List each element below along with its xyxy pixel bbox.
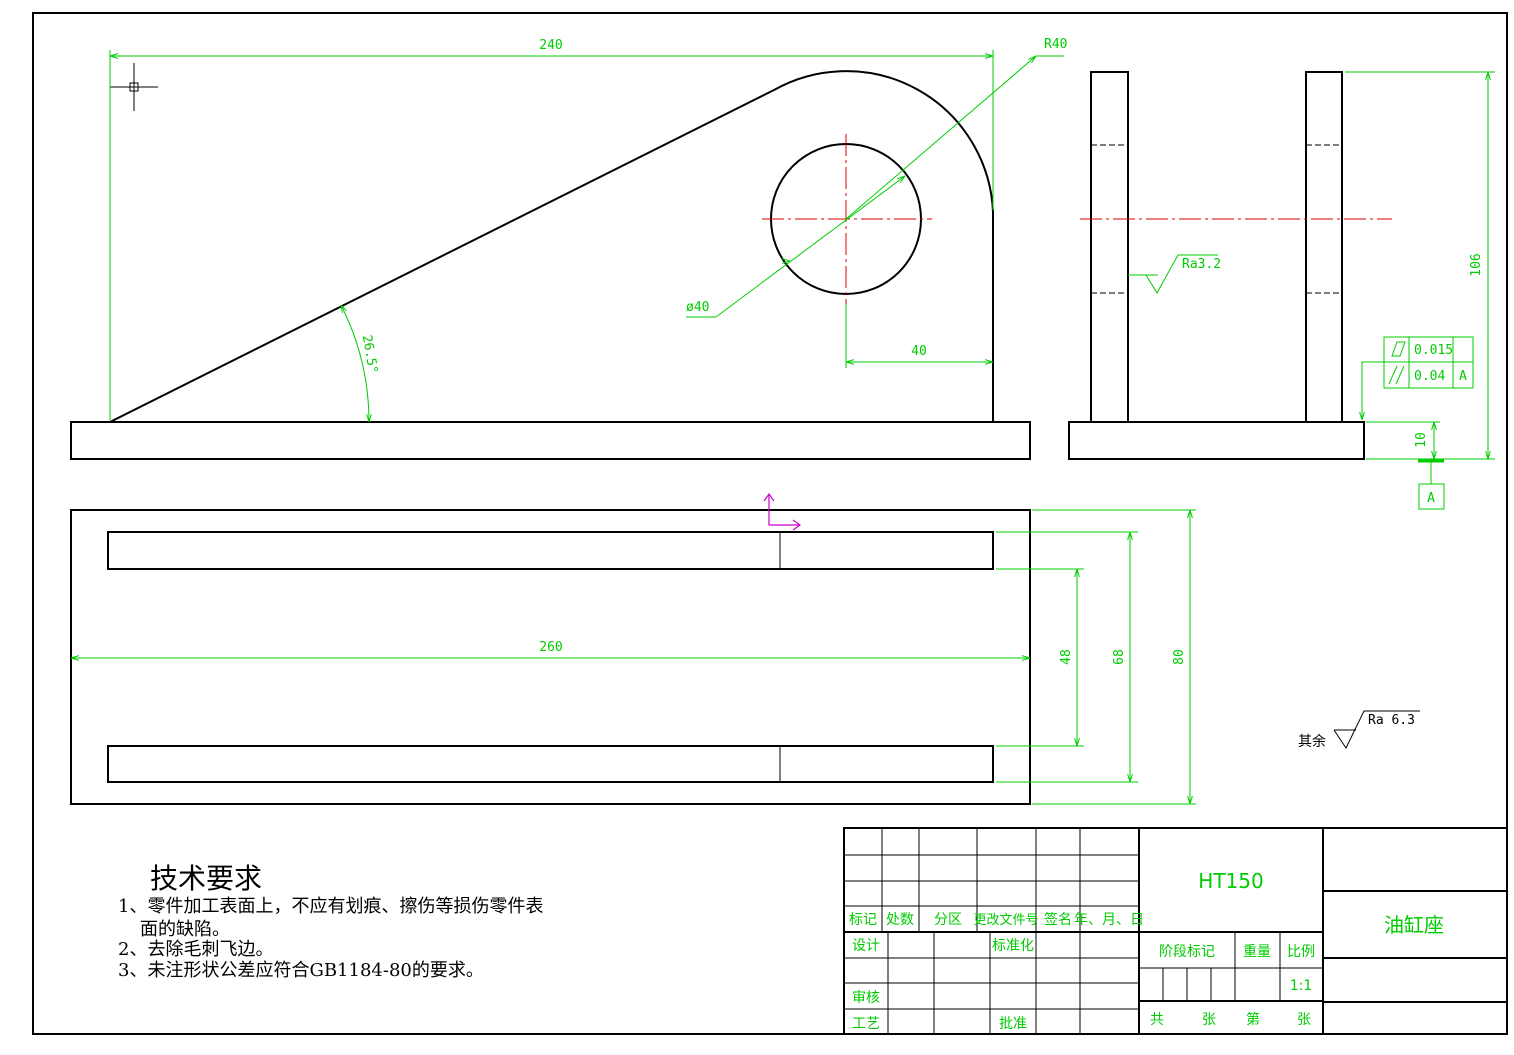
side-view: Ra3.2 106 10 A 0.015 0.04 A: [1068, 71, 1495, 510]
dim-angle-arc: [341, 305, 369, 422]
flatness-icon: [1391, 341, 1406, 357]
dim-40-text: 40: [911, 344, 927, 359]
tb-sheets-total: 共: [1150, 1012, 1164, 1028]
tb-header-mark: 标记: [849, 912, 877, 928]
dim-260-text: 260: [539, 640, 562, 655]
tb-scale-label: 比例: [1287, 944, 1315, 960]
surface-finish-rest: 其余 Ra 6.3: [1298, 710, 1420, 750]
tb-part-name: 油缸座: [1384, 913, 1444, 937]
tb-standardization: 标准化: [992, 938, 1034, 954]
tb-scale-value: 1:1: [1290, 978, 1313, 994]
parallelism-icon: [1388, 365, 1398, 385]
tb-header-change-doc: 更改文件号: [973, 913, 1038, 928]
dim-dia40-leader: [715, 176, 905, 318]
datum-ref: A: [1459, 369, 1467, 384]
technical-requirements: 技术要求 1、零件加工表面上，不应有划痕、擦伤等损伤零件表 面的缺陷。 2、去除…: [118, 862, 543, 981]
dim-dia40-text: ø40: [686, 300, 709, 315]
dim-48-text: 48: [1059, 649, 1074, 665]
tb-sheets-unit-2: 张: [1297, 1012, 1311, 1028]
tolerance-frames: 0.015 0.04 A: [1362, 336, 1474, 420]
parallelism-value: 0.04: [1414, 369, 1445, 384]
top-rib-upper: [107, 531, 994, 570]
tb-weight: 重量: [1243, 944, 1271, 960]
drawing-border: [32, 12, 1508, 1035]
front-base-plate: [70, 421, 1031, 460]
dim-10-text: 10: [1414, 432, 1429, 448]
datum-symbol: A: [1418, 459, 1445, 510]
tb-material: HT150: [1198, 869, 1263, 893]
flatness-value: 0.015: [1414, 343, 1453, 358]
tb-review: 审核: [852, 990, 880, 1006]
top-base-plate: [70, 509, 1031, 805]
dim-240-text: 240: [539, 38, 562, 53]
dim-angle-text: 26.5°: [359, 334, 381, 375]
svg-text:Ra3.2: Ra3.2: [1182, 257, 1221, 272]
dim-80-text: 80: [1172, 649, 1187, 665]
side-rib-left: [1090, 71, 1129, 423]
dim-106-text: 106: [1469, 253, 1484, 276]
tech-req-item-3: 3、未注形状公差应符合GB1184-80的要求。: [118, 960, 484, 981]
tb-process: 工艺: [852, 1016, 880, 1032]
top-rib-lower: [107, 745, 994, 783]
title-block: 标记 处数 分区 更改文件号 签名 年、月、日 设计 标准化 审核 工艺 批准 …: [843, 827, 1508, 1035]
side-rib-right: [1305, 71, 1343, 423]
tb-approve: 批准: [999, 1016, 1027, 1032]
cad-cursor-icon: [110, 63, 158, 111]
tb-sheets-unit-1: 张: [1202, 1012, 1216, 1028]
front-rib-outline: [109, 70, 994, 423]
tb-header-count: 处数: [886, 912, 914, 928]
tb-header-date: 年、月、日: [1074, 912, 1144, 928]
tb-header-sign: 签名: [1044, 911, 1072, 928]
svg-text:A: A: [1427, 491, 1435, 506]
tech-req-item-1: 1、零件加工表面上，不应有划痕、擦伤等损伤零件表: [118, 896, 543, 917]
tb-design: 设计: [852, 938, 880, 954]
ucs-icon: [763, 492, 802, 531]
tb-header-zone: 分区: [934, 912, 962, 928]
svg-text:其余: 其余: [1298, 733, 1326, 750]
tech-req-item-1b: 面的缺陷。: [140, 919, 230, 940]
tech-req-title: 技术要求: [150, 862, 262, 895]
tb-stage-mark: 阶段标记: [1159, 944, 1215, 960]
svg-text:Ra 6.3: Ra 6.3: [1368, 713, 1415, 728]
tech-req-item-2: 2、去除毛刺飞边。: [118, 939, 273, 960]
side-base-plate: [1068, 421, 1365, 460]
tb-sheet-number: 第: [1246, 1011, 1260, 1028]
dim-68-text: 68: [1112, 649, 1127, 665]
dim-r40-text: R40: [1044, 37, 1067, 52]
surface-finish-ra32: Ra3.2: [1128, 254, 1221, 294]
top-view: 260 48 68 80: [70, 492, 1196, 805]
dim-r40-leader: [845, 56, 1036, 220]
front-view: 240 R40 ø40 40 26.5°: [70, 37, 1067, 460]
